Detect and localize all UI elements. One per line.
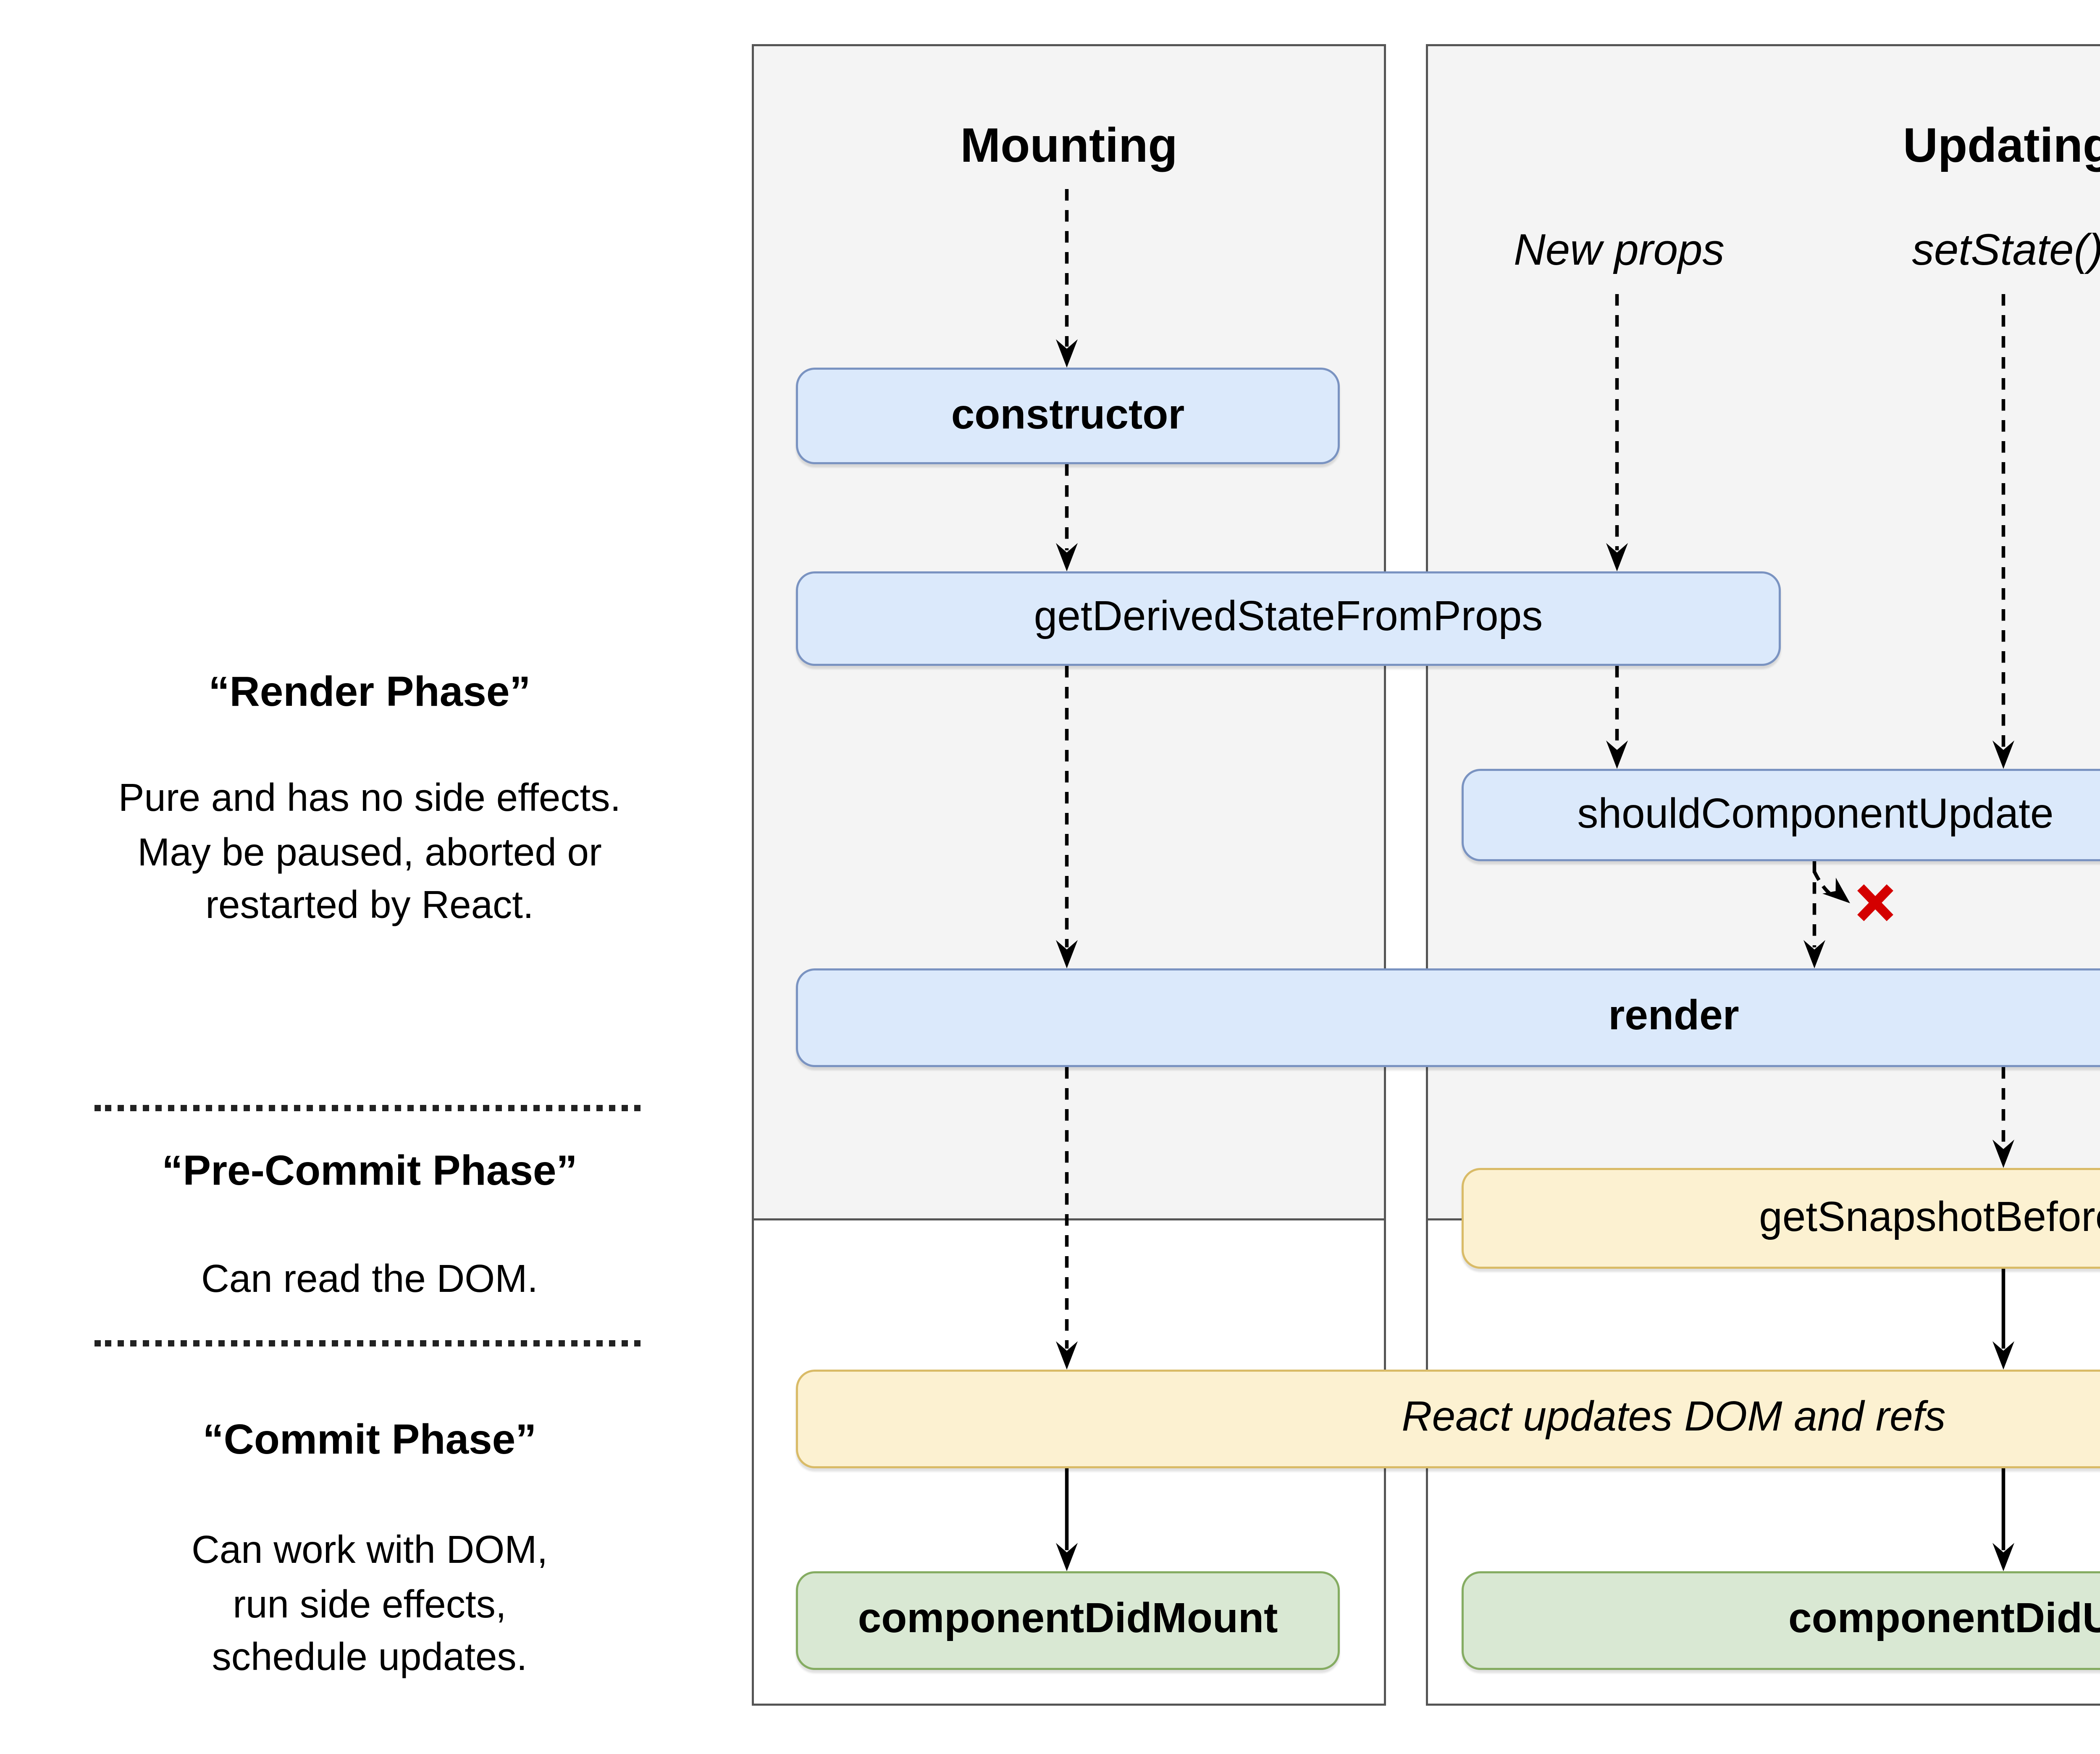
- render-phase-title: “Render Phase”: [208, 670, 531, 716]
- node-constructor: constructor: [796, 368, 1340, 464]
- commit-phase-description: Can work with DOM, run side effects, sch…: [191, 1527, 548, 1678]
- column-title-updating: Updating: [1903, 118, 2100, 172]
- render-phase-description: Pure and has no side effects. May be pau…: [118, 775, 621, 926]
- phase-separator-bottom: [94, 1340, 640, 1346]
- node-get-derived-state-from-props: getDerivedStateFromProps: [796, 571, 1781, 666]
- node-component-did-update: componentDidUpdate: [1462, 1571, 2100, 1670]
- column-title-mounting: Mounting: [960, 118, 1178, 172]
- node-render: render: [796, 968, 2100, 1067]
- pre-commit-phase-title: “Pre-Commit Phase”: [162, 1149, 578, 1195]
- trigger-new-props: New props: [1513, 227, 1725, 275]
- commit-phase-title: “Commit Phase”: [202, 1418, 537, 1464]
- pre-commit-phase-description: Can read the DOM.: [201, 1256, 538, 1300]
- node-react-updates-dom-and-refs: React updates DOM and refs: [796, 1370, 2100, 1468]
- phase-separator-top: [94, 1105, 640, 1111]
- node-should-component-update: shouldComponentUpdate: [1462, 769, 2100, 861]
- node-component-did-mount: componentDidMount: [796, 1571, 1340, 1670]
- trigger-set-state: setState(): [1912, 227, 2100, 275]
- node-get-snapshot-before-update: getSnapshotBeforeUpdate: [1462, 1168, 2100, 1269]
